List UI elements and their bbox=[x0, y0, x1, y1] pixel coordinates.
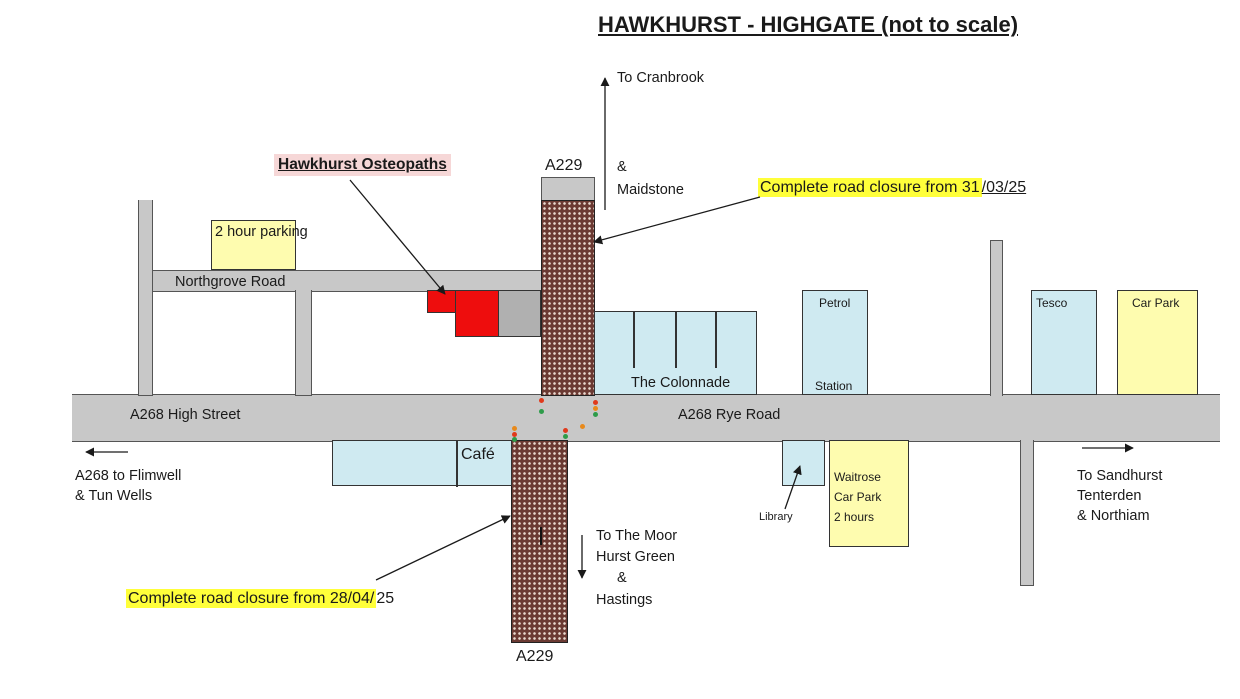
north-closure-notice: Complete road closure from 31/03/25 bbox=[758, 178, 1027, 197]
a229-north-open-section bbox=[541, 177, 595, 203]
car-park-label: Car Park bbox=[1132, 296, 1180, 310]
northgrove-road-label: Northgrove Road bbox=[175, 274, 286, 290]
a268-main-road bbox=[72, 394, 1220, 442]
traffic-light-dot bbox=[580, 424, 585, 429]
car-park-building: Car Park bbox=[1117, 290, 1198, 395]
east-side-road-south bbox=[1020, 440, 1034, 586]
direction-south-line4: Hastings bbox=[596, 592, 653, 608]
tesco-label: Tesco bbox=[1036, 296, 1068, 310]
parking-2hr-label: 2 hour parking bbox=[215, 224, 308, 240]
library-label: Library bbox=[759, 511, 793, 523]
traffic-light-dot bbox=[593, 406, 598, 411]
high-street-label: A268 High Street bbox=[130, 407, 241, 423]
direction-east-line3: & Northiam bbox=[1077, 508, 1150, 524]
colonnade-divider bbox=[675, 312, 677, 368]
traffic-light-dot bbox=[512, 426, 517, 431]
waitrose-car-park-building: Waitrose Car Park 2 hours bbox=[829, 440, 909, 547]
petrol-station-building: Petrol Station bbox=[802, 290, 868, 395]
south-closure-date-tail: 25 bbox=[376, 590, 395, 607]
a229-south-marker bbox=[540, 527, 542, 545]
traffic-light-dot bbox=[593, 412, 598, 417]
direction-maidstone: Maidstone bbox=[617, 182, 684, 198]
direction-maidstone-amp: & bbox=[617, 159, 627, 175]
traffic-light-dot bbox=[512, 437, 517, 442]
direction-south-line1: To The Moor bbox=[596, 528, 678, 544]
colonnade-building: The Colonnade bbox=[594, 311, 757, 395]
traffic-light-dot bbox=[593, 400, 598, 405]
osteopaths-building bbox=[455, 290, 500, 337]
rye-road-label: A268 Rye Road bbox=[678, 407, 781, 423]
direction-east-line1: To Sandhurst bbox=[1077, 468, 1163, 484]
direction-south-line3: & bbox=[617, 570, 627, 586]
colonnade-label: The Colonnade bbox=[631, 375, 731, 391]
colonnade-divider bbox=[715, 312, 717, 368]
direction-south-line2: Hurst Green bbox=[596, 549, 675, 565]
direction-west-line2: & Tun Wells bbox=[75, 488, 153, 504]
traffic-light-dot bbox=[539, 398, 544, 403]
waitrose-label-line3: 2 hours bbox=[834, 510, 875, 524]
petrol-label: Petrol bbox=[819, 296, 851, 310]
cafe-building: Café bbox=[332, 440, 512, 487]
a229-north-label: A229 bbox=[545, 157, 583, 174]
colonnade-divider bbox=[633, 312, 635, 368]
traffic-light-dot bbox=[512, 432, 517, 437]
grey-building bbox=[498, 290, 541, 337]
map-title: HAWKHURST - HIGHGATE (not to scale) bbox=[598, 12, 1019, 37]
waitrose-label-line2: Car Park bbox=[834, 490, 882, 504]
osteopaths-small-building bbox=[427, 290, 457, 313]
traffic-light-dot bbox=[563, 434, 568, 439]
direction-east-line2: Tenterden bbox=[1077, 488, 1142, 504]
south-closure-text: Complete road closure from 28/04/ bbox=[126, 589, 377, 608]
north-closure-text: Complete road closure from 31 bbox=[758, 178, 982, 197]
hawkhurst-osteopaths-label: Hawkhurst Osteopaths bbox=[274, 154, 451, 176]
north-closure-date-tail: /03/25 bbox=[981, 179, 1027, 196]
a229-north-closed-section bbox=[541, 200, 595, 396]
library-building bbox=[782, 440, 825, 486]
a229-south-label: A229 bbox=[516, 648, 554, 665]
traffic-light-dot bbox=[539, 409, 544, 414]
cafe-divider bbox=[456, 441, 458, 487]
south-closure-pointer bbox=[375, 515, 511, 581]
east-side-road-north bbox=[990, 240, 1003, 396]
station-label: Station bbox=[815, 379, 853, 393]
direction-cranbrook: To Cranbrook bbox=[617, 70, 705, 86]
cafe-label: Café bbox=[461, 446, 495, 463]
south-closure-notice: Complete road closure from 28/04/25 bbox=[126, 589, 395, 608]
middle-side-road bbox=[295, 290, 312, 396]
traffic-light-dot bbox=[563, 428, 568, 433]
a229-south-closed-section bbox=[511, 440, 568, 643]
north-closure-pointer bbox=[593, 196, 761, 245]
waitrose-label-line1: Waitrose bbox=[834, 470, 881, 484]
direction-west-line1: A268 to Flimwell bbox=[75, 468, 182, 484]
tesco-building: Tesco bbox=[1031, 290, 1097, 395]
parking-2hr-box: 2 hour parking bbox=[211, 220, 308, 270]
west-side-road bbox=[138, 200, 153, 396]
